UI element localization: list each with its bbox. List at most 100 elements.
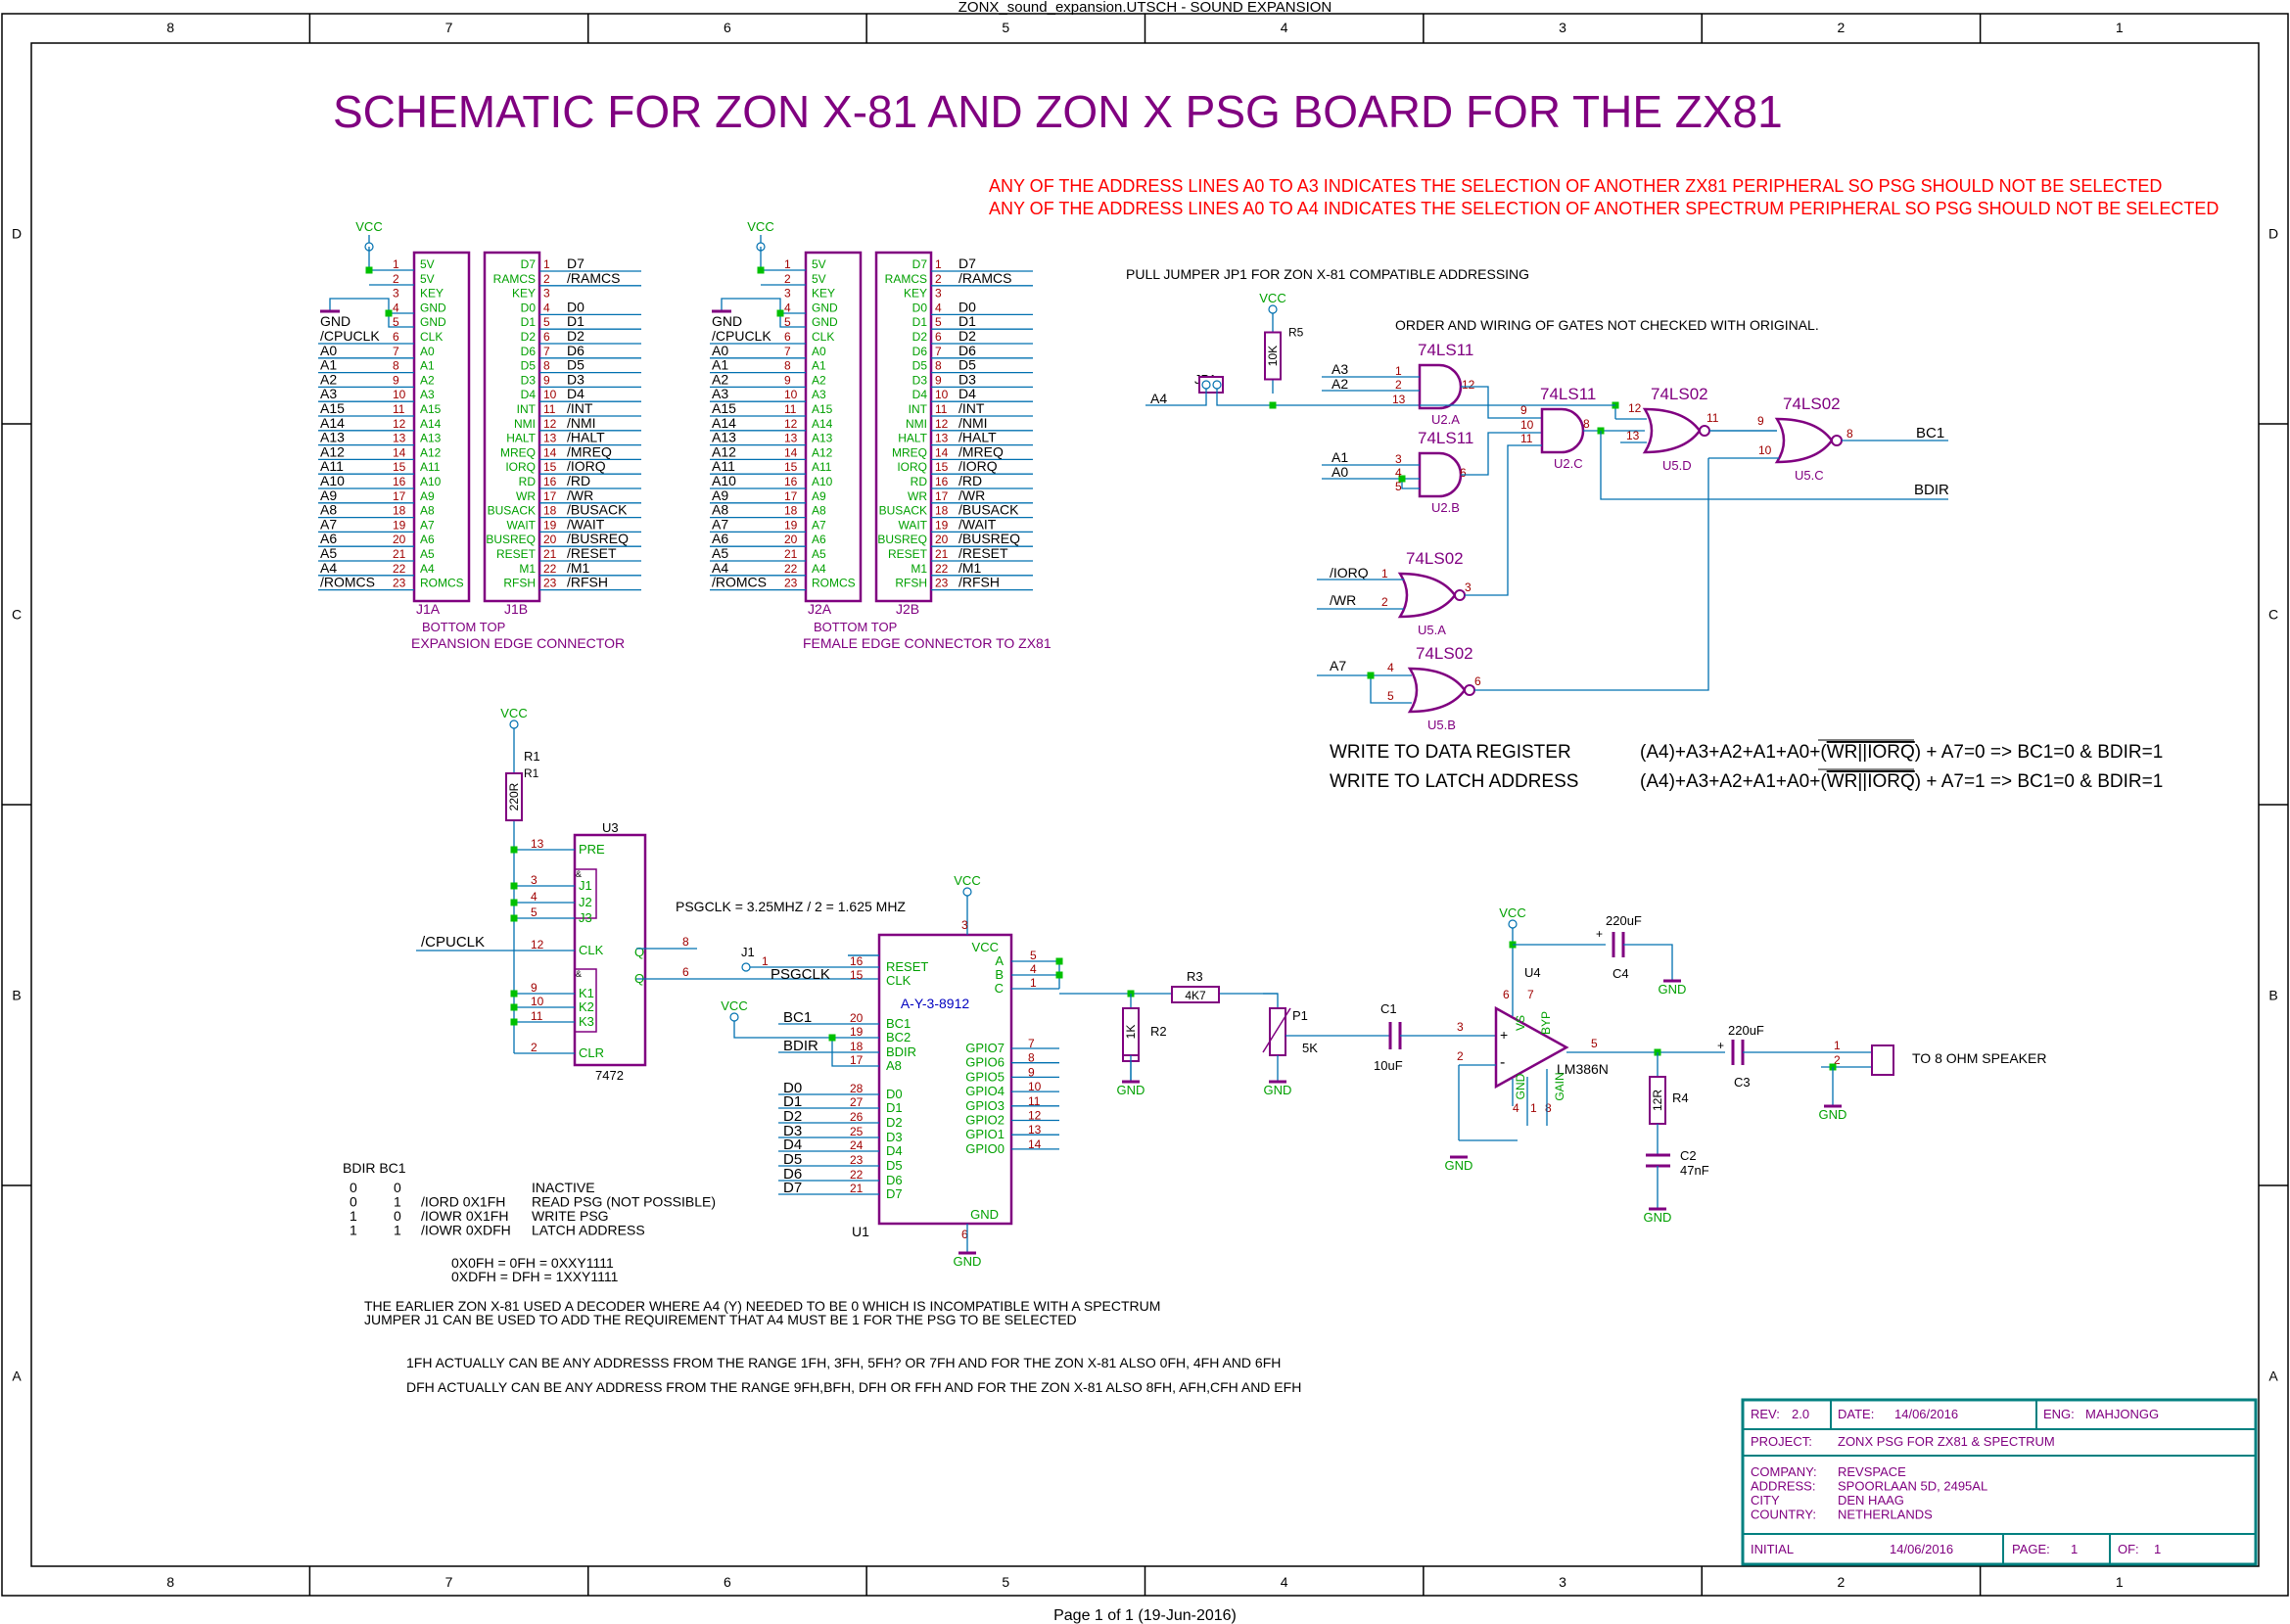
tb-eng-label: ENG: xyxy=(2043,1407,2075,1421)
gate-type: 74LS11 xyxy=(1418,429,1473,447)
pin-number: 14 xyxy=(1028,1137,1042,1151)
frame-col-label-bottom: 3 xyxy=(1559,1574,1566,1590)
edge-left-net: /ROMCS xyxy=(320,575,375,590)
pin-number: 7 xyxy=(1028,1037,1035,1050)
amp-plus: + xyxy=(1500,1027,1508,1043)
pin-number: 11 xyxy=(784,402,797,416)
pin-number: 4 xyxy=(1387,661,1394,674)
tb-page-label: PAGE: xyxy=(2012,1542,2050,1556)
pin-number: 21 xyxy=(850,1182,864,1195)
tb-initial-label: INITIAL xyxy=(1751,1542,1794,1556)
edge-b-pin: D0 xyxy=(912,301,928,314)
pin-number: 1 xyxy=(393,257,399,271)
wire xyxy=(831,1038,879,1067)
edge-b-pin: D0 xyxy=(521,301,537,314)
truth-desc: READ PSG (NOT POSSIBLE) xyxy=(532,1194,716,1210)
pin-number: 15 xyxy=(543,460,557,474)
pin-number: 4 xyxy=(393,301,399,314)
pin-number: 13 xyxy=(1028,1123,1042,1137)
edge-b-pin: D6 xyxy=(521,345,537,358)
pin-number: 21 xyxy=(393,547,406,561)
psg-net: D4 xyxy=(783,1137,802,1153)
pin-number: 10 xyxy=(393,388,406,401)
pin-number: 4 xyxy=(1030,962,1037,976)
tb-info-label: CITY xyxy=(1751,1493,1780,1508)
frame-col-label-top: 7 xyxy=(445,20,453,35)
frame-col-label-bottom: 4 xyxy=(1281,1574,1288,1590)
pin-number: 17 xyxy=(935,489,949,503)
pin-number: 21 xyxy=(784,547,798,561)
truth-port: /IOWR 0X1FH xyxy=(421,1208,508,1224)
frame-col-label-bottom: 5 xyxy=(1002,1574,1009,1590)
resistor-value: 1K xyxy=(1124,1025,1138,1040)
psg-gpio: GPIO3 xyxy=(965,1098,1005,1113)
net-wr: /WR xyxy=(1330,592,1356,608)
junction-dot xyxy=(510,882,518,890)
pin-number: 5 xyxy=(784,315,791,329)
junction-dot xyxy=(510,1003,518,1011)
edge-right-net: D7 xyxy=(567,255,584,271)
psg-gpio: GPIO1 xyxy=(965,1127,1005,1141)
edge-a-pin: A11 xyxy=(420,460,441,474)
edge-b-pin: D2 xyxy=(521,330,537,344)
pin-number: 11 xyxy=(1520,432,1533,445)
psg-pin: D6 xyxy=(886,1173,903,1187)
edge-right-net: /NMI xyxy=(567,415,596,431)
bottom-note: 1FH ACTUALLY CAN BE ANY ADDRESSS FROM TH… xyxy=(406,1355,1281,1370)
pin-number: 3 xyxy=(1457,1020,1464,1034)
pin-number: 9 xyxy=(1757,414,1764,428)
c4-value: 220uF xyxy=(1606,913,1642,928)
psg-out-pin: A xyxy=(995,953,1004,968)
pin-number: 18 xyxy=(784,504,798,518)
resistor-value: 10K xyxy=(1266,346,1280,366)
psg-out-pin: B xyxy=(995,967,1004,982)
junction-dot xyxy=(385,309,393,317)
edge-left-net: A10 xyxy=(712,473,736,488)
psg-gpio: GPIO5 xyxy=(965,1069,1005,1084)
edge-a-pin: A14 xyxy=(812,417,833,431)
edge-b-pin: HALT xyxy=(506,432,536,445)
truth-bc1: 1 xyxy=(394,1223,401,1238)
psg-pin: D4 xyxy=(886,1143,903,1158)
pin-number: 4 xyxy=(543,301,550,314)
edge-b-pin: MREQ xyxy=(892,445,927,459)
edge-b-pin: RD xyxy=(911,475,928,488)
edge-a-pin: A13 xyxy=(812,432,833,445)
pin-number: 10 xyxy=(543,388,557,401)
edge-a-pin: A11 xyxy=(812,460,832,474)
pin-number: 19 xyxy=(850,1025,864,1039)
connector-sub: BOTTOM TOP xyxy=(422,620,505,634)
pin-number: 8 xyxy=(682,935,689,949)
truth-bdir: 0 xyxy=(350,1180,357,1195)
truth-eq1: 0X0FH = 0FH = 0XXY1111 xyxy=(451,1255,614,1271)
truth-header: BDIR BC1 xyxy=(343,1160,406,1176)
edge-right-net: /WR xyxy=(567,487,593,503)
psg-pin: D1 xyxy=(886,1100,903,1115)
pin-number: 7 xyxy=(543,345,550,358)
ff-ref: U3 xyxy=(602,820,619,835)
edge-a-pin: KEY xyxy=(812,287,835,301)
pin-number: 23 xyxy=(543,577,557,590)
psg-pin: RESET xyxy=(886,959,928,974)
pin-number: 4 xyxy=(784,301,791,314)
pin-number: 6 xyxy=(935,330,942,344)
psg-net: D6 xyxy=(783,1166,802,1183)
gate-ref: U5.C xyxy=(1795,468,1824,483)
wire-bdir xyxy=(1600,431,1948,500)
amp-ref: U4 xyxy=(1524,965,1541,980)
truth-port: /IOWR 0XDFH xyxy=(421,1223,511,1238)
psg-net: BC1 xyxy=(783,1009,812,1026)
ff-pin-k3: K3 xyxy=(579,1014,594,1029)
edge-left-net: A6 xyxy=(320,531,337,546)
edge-a-pin: CLK xyxy=(812,330,834,344)
truth-desc: LATCH ADDRESS xyxy=(532,1223,645,1238)
net-a3: A3 xyxy=(1332,361,1348,377)
frame-col-label-top: 3 xyxy=(1559,20,1566,35)
psg-pin: D2 xyxy=(886,1115,903,1130)
ff-pin-clr: CLR xyxy=(579,1045,604,1060)
edge-a-pin: A10 xyxy=(812,475,833,488)
c1-ref: C1 xyxy=(1380,1001,1397,1016)
edge-a-pin: A5 xyxy=(420,547,435,561)
pin-number: 20 xyxy=(784,533,798,546)
truth-eq2: 0XDFH = DFH = 1XXY1111 xyxy=(451,1269,619,1284)
